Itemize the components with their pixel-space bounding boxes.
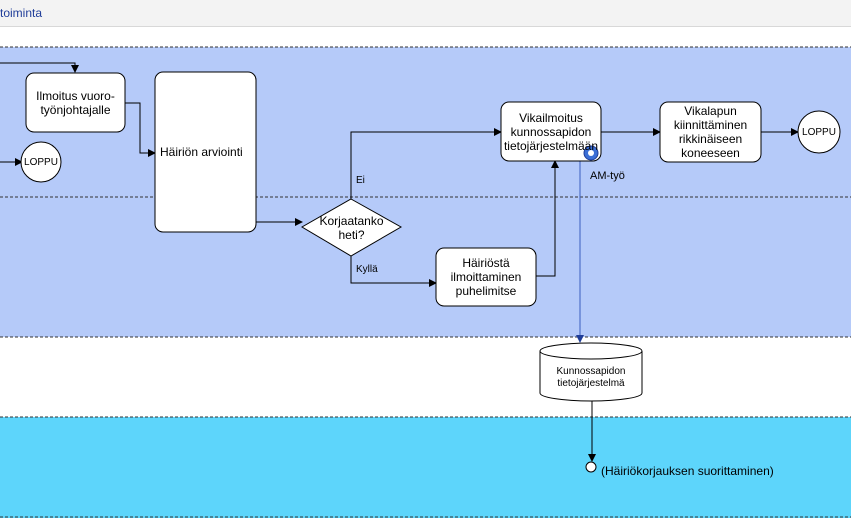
- gateway-korjaatanko-shape: [301, 198, 403, 257]
- connector-kylla: [350, 256, 437, 287]
- edge-label-am-tyo: AM-työ: [590, 170, 625, 182]
- task-vikalapun-shape: [659, 101, 762, 163]
- connector-ei: [350, 128, 502, 199]
- end-event-loppu-right-label[interactable]: LOPPU: [802, 126, 836, 138]
- task-arviointi-label[interactable]: Häiriön arviointi: [160, 145, 243, 159]
- task-vikailmoitus-shape: [500, 101, 602, 162]
- connector-ilmoitus-arviointi: [125, 102, 156, 157]
- tab-title[interactable]: toiminta: [0, 6, 43, 20]
- task-ilmoitus-label[interactable]: Ilmoitus vuoro- työnjohtajalle: [36, 88, 115, 117]
- task-vikalapun-label[interactable]: Vikalapun kiinnittäminen rikkinäiseen ko…: [673, 104, 748, 160]
- lane-blue: [0, 47, 851, 337]
- datastore-label[interactable]: Kunnossapidon tietojärjestelmä: [556, 366, 626, 389]
- edge-label-ei: Ei: [356, 175, 365, 186]
- task-hairiosta-shape: [435, 247, 537, 307]
- connector-hairiosta-vikailmoitus: [536, 160, 559, 277]
- connector-into-ilmoitus: [0, 62, 79, 73]
- task-arviointi-shape: [154, 71, 257, 233]
- task-vikailmoitus-label[interactable]: Vikailmoitus kunnossapidon tietojärjeste…: [503, 110, 599, 153]
- gateway-korjaatanko-label[interactable]: Korjaatanko heti?: [319, 213, 384, 242]
- end-event-loppu-left-label[interactable]: LOPPU: [24, 156, 58, 168]
- task-hairiosta-label[interactable]: Häiriöstä ilmoittaminen puhelimitse: [450, 256, 522, 298]
- tab-bar: toiminta: [0, 0, 851, 27]
- lane-white: [0, 337, 851, 417]
- end-event-loppu-right-shape: [797, 110, 841, 154]
- task-ilmoitus-shape: [25, 72, 126, 133]
- lane-cyan: [0, 417, 851, 518]
- message-marker-icon-inner: [588, 150, 594, 156]
- end-event-loppu-left-shape: [20, 141, 62, 183]
- end-event-label[interactable]: (Häiriökorjauksen suorittaminen): [601, 464, 774, 478]
- intermediate-end-event-icon: [585, 461, 597, 473]
- edge-label-kylla: Kyllä: [356, 264, 378, 275]
- datastore-shape: [539, 342, 643, 402]
